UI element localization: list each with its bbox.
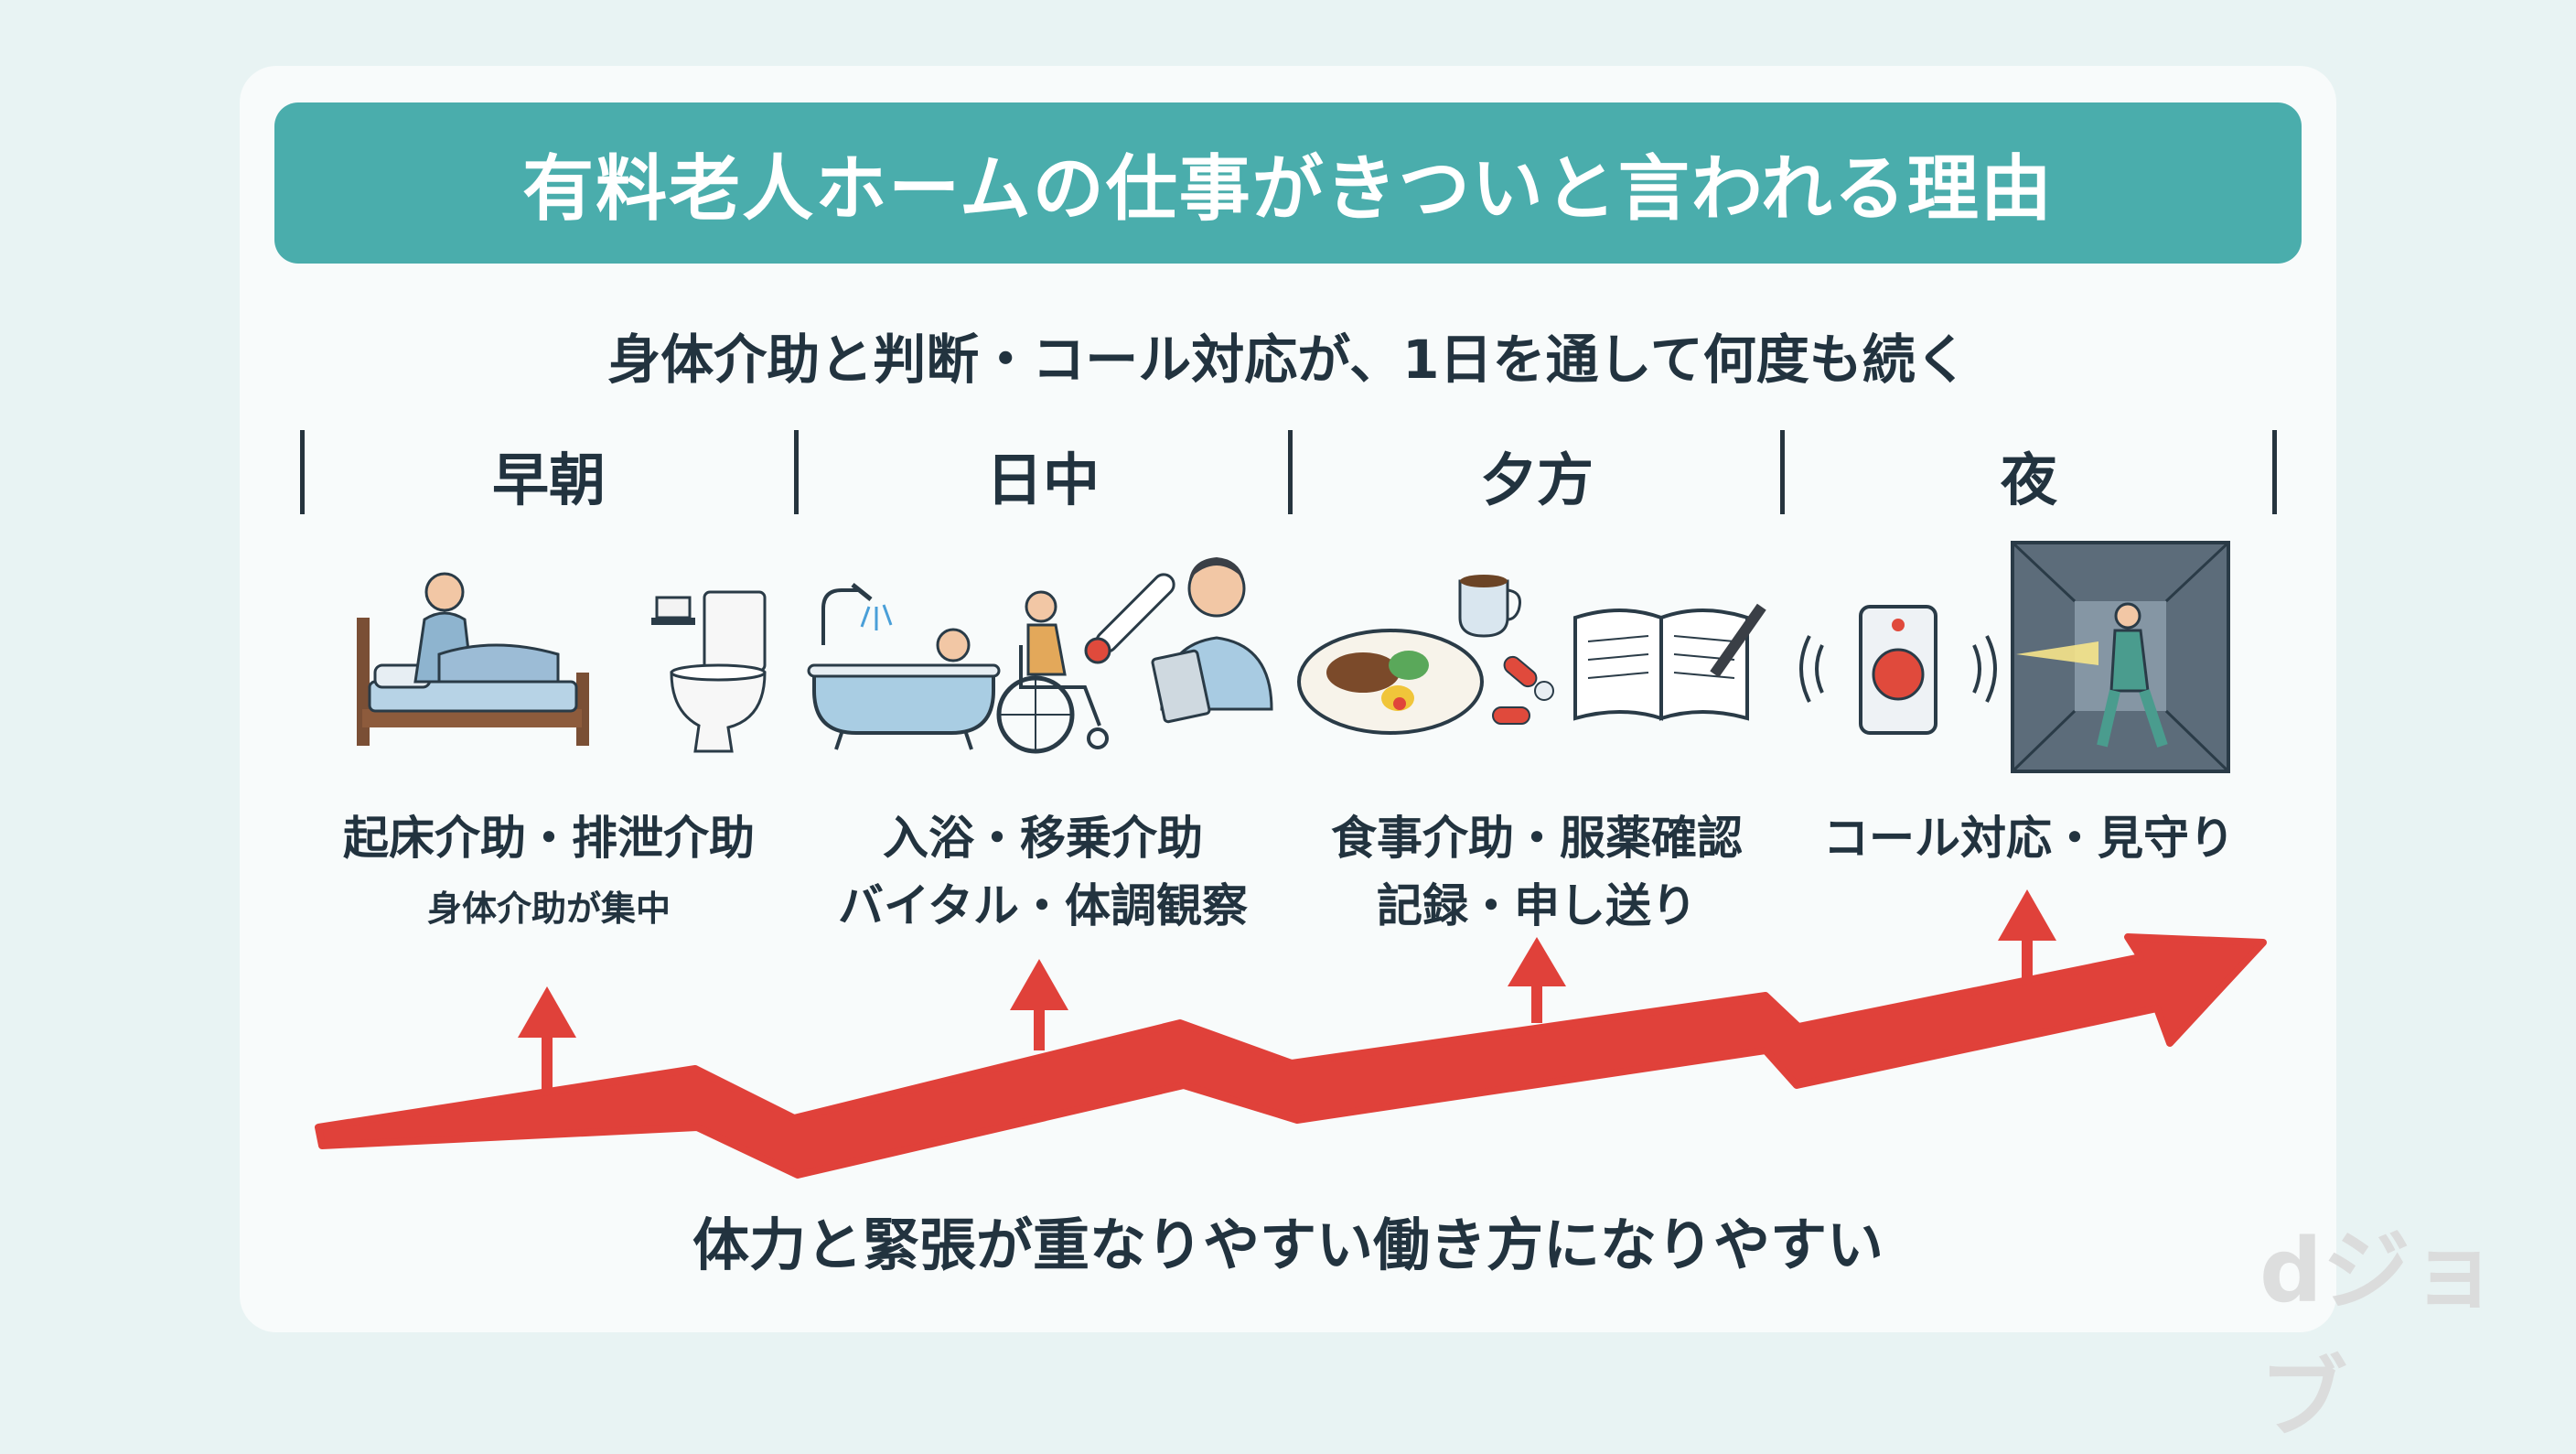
column-label-daytime: 日中 <box>985 447 1100 513</box>
watermark-logo: dジョブ <box>2259 1220 2498 1449</box>
wheelchair-icon <box>996 590 1109 754</box>
page-title: 有料老人ホームの仕事がきついと言われる理由 <box>274 102 2302 264</box>
toilet-icon <box>651 590 767 753</box>
night-patrol-icon <box>2011 541 2230 773</box>
icon-group-daytime <box>796 535 1290 782</box>
divider <box>1288 430 1293 514</box>
column-label-night: 夜 <box>2000 447 2057 513</box>
task-daytime-2: バイタル・体調観察 <box>838 879 1248 932</box>
column-label-early-morning: 早朝 <box>491 447 606 513</box>
coffee-cup-icon <box>1458 575 1521 638</box>
caregiver-icon <box>1151 557 1273 724</box>
pill-icon <box>1492 655 1554 725</box>
icon-group-night <box>1782 535 2276 782</box>
notebook-icon <box>1573 609 1749 721</box>
task-evening-2: 記録・申し送り <box>1377 879 1697 932</box>
task-early-morning: 起床介助・排泄介助 <box>343 812 755 865</box>
divider <box>1780 430 1785 514</box>
meal-plate-icon <box>1297 629 1484 735</box>
column-label-evening: 夕方 <box>1479 447 1594 513</box>
thermometer-icon <box>1084 573 1175 664</box>
task-night: コール対応・見守り <box>1823 812 2235 865</box>
icon-group-evening <box>1290 535 1784 782</box>
bathtub-icon <box>807 583 1001 750</box>
conclusion-text: 体力と緊張が重なりやすい働き方になりやすい <box>692 1212 1884 1278</box>
task-note-early-morning: 身体介助が集中 <box>426 889 671 929</box>
pen-icon <box>1710 603 1766 678</box>
divider <box>794 430 799 514</box>
divider <box>300 430 305 514</box>
task-daytime: 入浴・移乗介助 <box>883 812 1203 865</box>
task-evening: 食事介助・服薬確認 <box>1331 812 1743 865</box>
icon-group-early-morning <box>302 535 796 782</box>
divider <box>2272 430 2277 514</box>
bed-icon <box>357 572 589 746</box>
subtitle: 身体介助と判断・コール対応が、1日を通して何度も続く <box>607 328 1969 391</box>
call-button-icon <box>1799 605 1997 735</box>
